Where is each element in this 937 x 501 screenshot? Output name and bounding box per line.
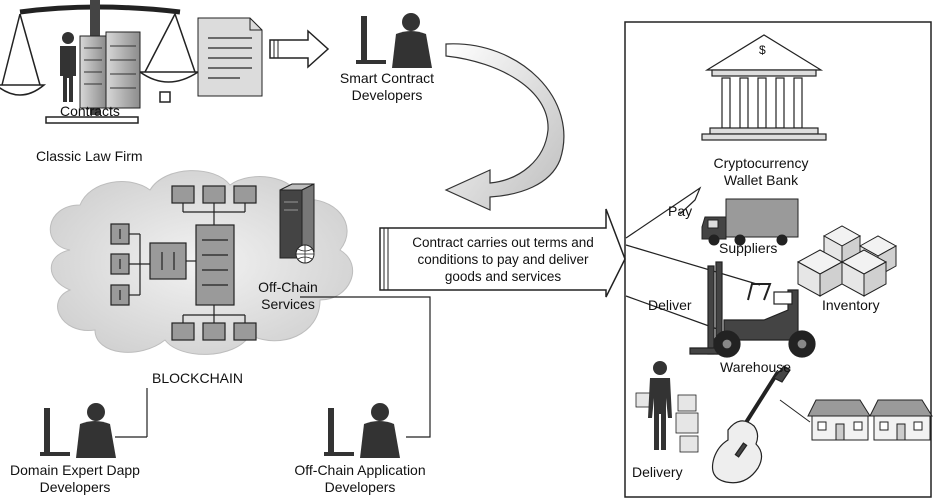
supplier-truck-icon — [701, 198, 799, 246]
suppliers-label: Suppliers — [719, 240, 778, 256]
curved-arrow-icon — [444, 43, 565, 211]
offchain-app-developer-icon — [324, 403, 400, 458]
contract-terms-arrow — [379, 208, 626, 298]
delivery-label: Delivery — [632, 464, 683, 480]
contract-terms-label: Contract carries out terms and condition… — [390, 234, 616, 285]
domain-expert-developer-icon — [40, 403, 116, 458]
blockchain-network-diagram — [110, 185, 257, 341]
delivery-person-icon — [648, 361, 672, 450]
wallet-bank-line1: Cryptocurrency — [713, 155, 809, 171]
offchain-app-developers-line2: Developers — [324, 479, 396, 495]
inventory-label: Inventory — [822, 297, 880, 313]
contract-terms-line2: conditions to pay and deliver — [417, 252, 589, 267]
pay-label: Pay — [668, 203, 693, 219]
arrow-right-icon — [269, 29, 330, 69]
houses-icon — [779, 399, 933, 441]
deliver-label: Deliver — [648, 297, 692, 313]
inventory-boxes-icon — [796, 225, 898, 297]
offchain-app-developers-line1: Off-Chain Application — [294, 462, 426, 478]
domain-expert-developers-label: Domain Expert Dapp Developers — [0, 462, 150, 496]
lawyer-person-icon — [60, 32, 76, 102]
connector-lines — [115, 296, 431, 438]
smart-contract-developers-line1: Smart Contract — [339, 70, 435, 86]
right-panel-frame — [624, 21, 932, 498]
guitar-icon — [711, 365, 791, 484]
domain-expert-developers-line1: Domain Expert Dapp — [10, 462, 140, 478]
contract-terms-line1: Contract carries out terms and — [412, 235, 594, 250]
offchain-services-line2: Services — [261, 296, 315, 312]
blockchain-label: BLOCKCHAIN — [152, 370, 244, 386]
offchain-services-label: Off-Chain Services — [250, 279, 326, 313]
offchain-app-developers-label: Off-Chain Application Developers — [278, 462, 442, 496]
bank-dollar-symbol: $ — [759, 43, 766, 57]
warehouse-label: Warehouse — [720, 359, 792, 375]
forklift-icon — [689, 261, 816, 358]
offchain-server-icon — [279, 183, 315, 264]
law-firm-label: Classic Law Firm — [36, 148, 143, 164]
smart-contract-developers-line2: Developers — [351, 87, 423, 103]
developer-at-computer-icon — [356, 13, 432, 68]
flow-lines — [625, 186, 761, 331]
server-racks-icon — [79, 31, 141, 109]
domain-expert-developers-line2: Developers — [39, 479, 111, 495]
contract-terms-line3: goods and services — [444, 269, 562, 284]
bank-building-icon — [701, 34, 827, 141]
contracts-label: Contracts — [60, 103, 120, 119]
offchain-services-line1: Off-Chain — [258, 279, 318, 295]
wallet-bank-line2: Wallet Bank — [723, 172, 799, 188]
contract-document-icon — [197, 17, 263, 97]
delivery-boxes-icon — [635, 392, 699, 453]
wallet-bank-label: Cryptocurrency Wallet Bank — [696, 155, 826, 189]
smart-contract-developers-label: Smart Contract Developers — [322, 70, 452, 104]
